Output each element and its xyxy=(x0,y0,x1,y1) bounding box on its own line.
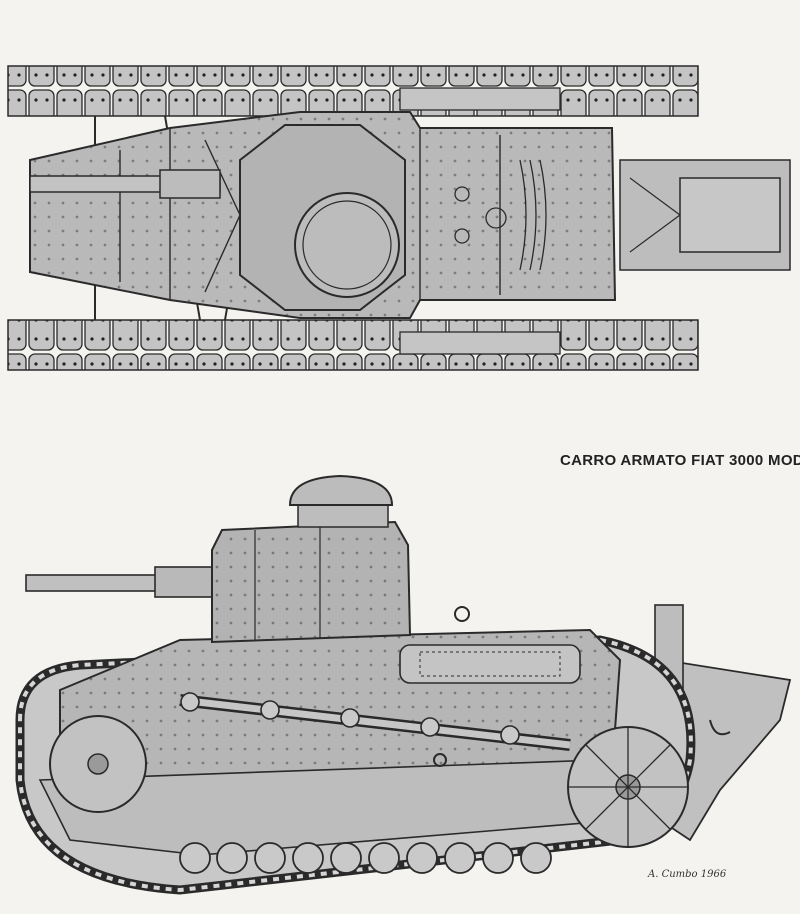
side-view xyxy=(15,474,792,895)
side-view-gun xyxy=(25,566,217,598)
artist-signature: A. Cumbo 1966 xyxy=(648,869,727,880)
side-view-turret xyxy=(211,474,412,644)
top-view-tail-skid xyxy=(619,159,791,271)
side-view-cupola xyxy=(288,474,394,506)
side-view-front-idler xyxy=(49,715,147,813)
top-view-gun xyxy=(29,169,221,199)
top-view-turret xyxy=(239,124,406,311)
top-view-lower-track xyxy=(7,319,699,371)
side-view-rear-wheel xyxy=(567,726,689,848)
top-view xyxy=(7,65,791,371)
top-view-engine-deck xyxy=(399,87,561,355)
side-view-road-wheels xyxy=(179,842,552,874)
drawing-title: CARRO ARMATO FIAT 3000 MOD. 30 xyxy=(560,452,800,469)
side-view-exhaust xyxy=(399,644,581,684)
top-view-upper-track xyxy=(7,65,699,117)
